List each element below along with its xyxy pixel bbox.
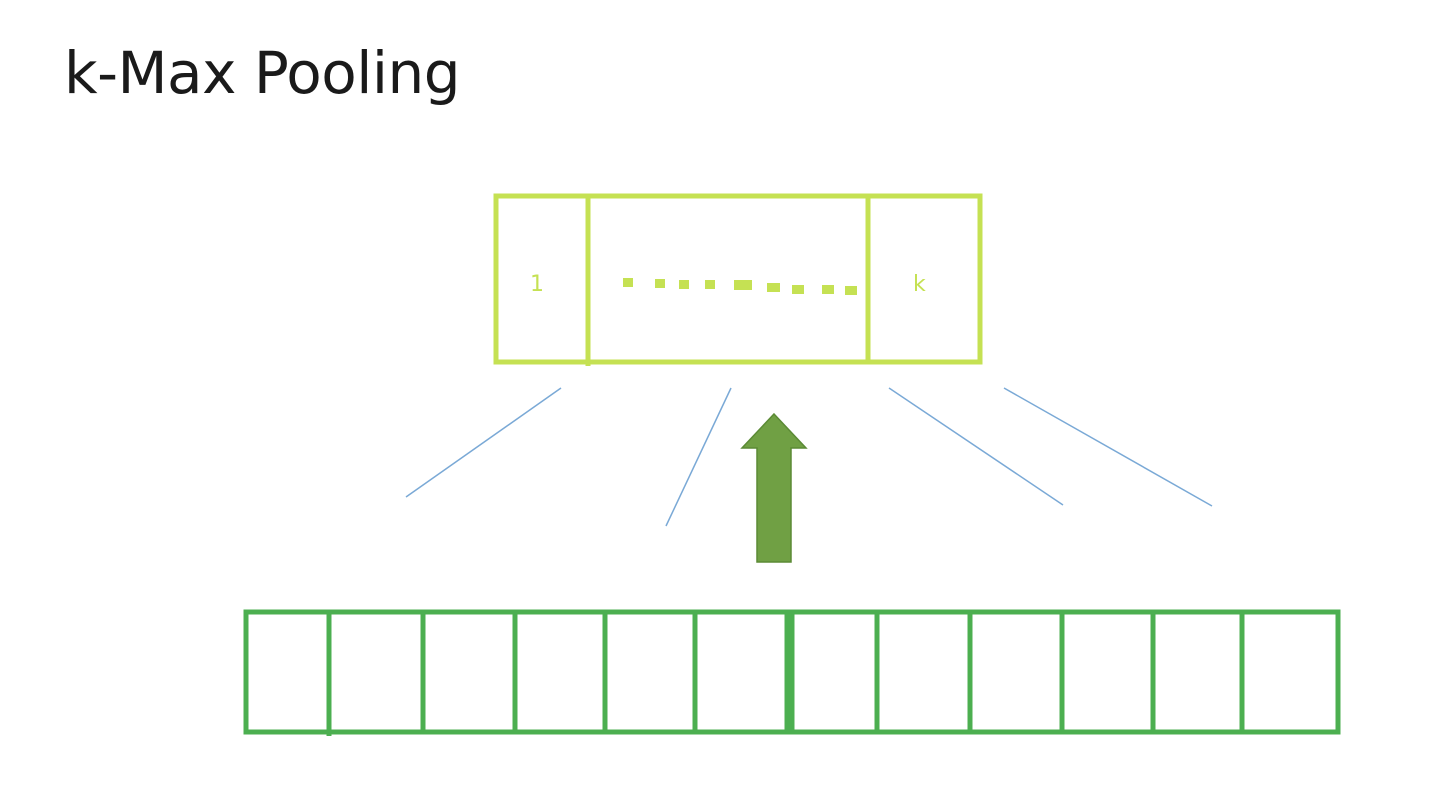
pooled-output-outline xyxy=(493,193,983,365)
pooled-output-box: 1 k xyxy=(493,193,983,366)
ellipsis-dot xyxy=(767,283,780,292)
connector-line xyxy=(405,387,562,498)
up-arrow xyxy=(740,412,808,563)
connector-line xyxy=(888,387,1064,506)
ellipsis-dot xyxy=(734,280,752,290)
input-sequence-box xyxy=(243,609,1341,736)
connector-line xyxy=(665,387,732,527)
ellipsis-dot xyxy=(822,285,834,294)
ellipsis-dot xyxy=(655,279,665,288)
ellipsis-dot xyxy=(845,286,857,295)
input-outline-right xyxy=(789,609,1341,735)
ellipsis-dots xyxy=(623,278,857,295)
connector-line xyxy=(1003,387,1213,507)
pooled-last-label: k xyxy=(913,272,926,297)
slide-title: k-Max Pooling xyxy=(64,39,461,107)
ellipsis-dot xyxy=(705,280,715,289)
ellipsis-dot xyxy=(623,278,633,287)
ellipsis-dot xyxy=(792,285,804,294)
ellipsis-dot xyxy=(679,280,689,289)
pooled-first-label: 1 xyxy=(530,272,544,297)
connector-lines xyxy=(405,387,1213,527)
